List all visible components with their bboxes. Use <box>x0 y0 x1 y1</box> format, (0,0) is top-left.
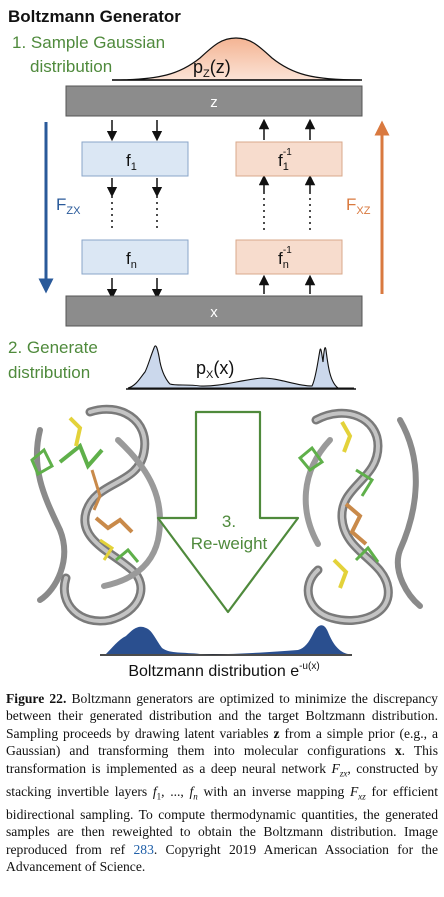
boltzmann-density <box>106 625 348 655</box>
boltzmann-generator-figure: Boltzmann Generator 1. Sample Gaussian d… <box>8 7 423 680</box>
right-protein-structure <box>297 408 423 625</box>
gaussian-density <box>111 37 361 81</box>
step1-label-line2: distribution <box>30 57 112 76</box>
f1-label: f1 <box>126 151 137 173</box>
figure-caption: Figure 22. Boltzmann generators are opti… <box>6 691 439 875</box>
inverse-layer-fn <box>235 239 343 275</box>
step3-label-line1: 3. <box>222 512 236 531</box>
fxz-label: FXZ <box>346 195 371 217</box>
f1-inverse-label: f1-1 <box>278 147 292 173</box>
reference-link[interactable]: 283 <box>133 841 154 857</box>
fn-inverse-label: fn-1 <box>278 245 292 271</box>
boltzmann-label: Boltzmann distribution e-u(x) <box>128 661 319 680</box>
step2-label-line1: 2. Generate <box>8 338 98 357</box>
fn-label: fn <box>126 249 137 271</box>
pz-label: pZ(z) <box>193 57 231 80</box>
generated-density <box>127 345 354 389</box>
forward-layer-fn <box>81 239 189 275</box>
figure-title: Boltzmann Generator <box>8 7 181 26</box>
x-bar-label: x <box>210 304 218 321</box>
reweight-arrow <box>156 410 300 614</box>
fzx-label: FZX <box>56 195 81 217</box>
z-bar-label: z <box>210 94 218 111</box>
step2-label-line2: distribution <box>8 363 90 382</box>
forward-layer-f1 <box>81 141 189 177</box>
x-config-bar <box>65 295 363 327</box>
step1-label-line1: 1. Sample Gaussian <box>12 33 165 52</box>
left-protein-structure <box>30 404 164 626</box>
inverse-layer-f1 <box>235 141 343 177</box>
step3-label-line2: Re-weight <box>191 534 268 553</box>
caption-label: Figure 22. <box>6 691 67 706</box>
inverse-arrows <box>258 118 316 294</box>
z-latent-bar <box>65 85 363 117</box>
px-label: pX(x) <box>196 358 234 381</box>
forward-arrows <box>106 120 163 300</box>
